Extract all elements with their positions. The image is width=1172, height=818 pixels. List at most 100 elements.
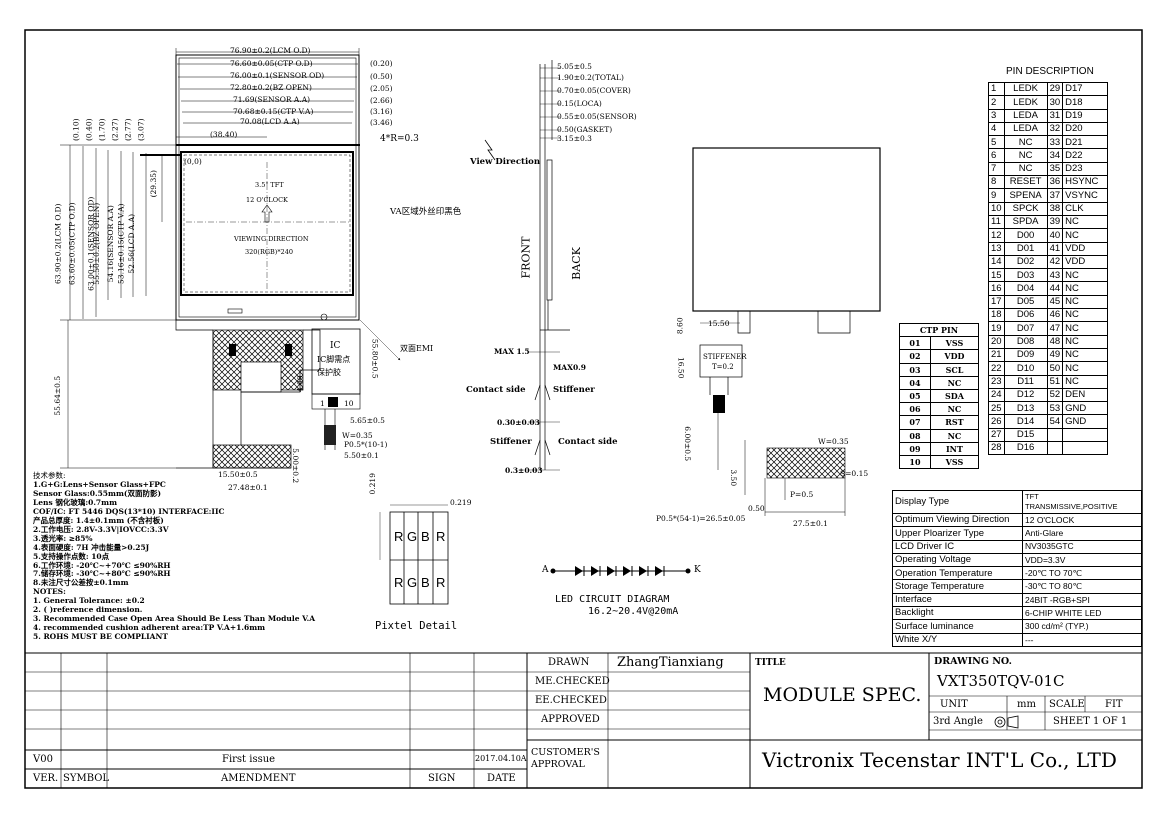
unit-label: UNIT bbox=[940, 699, 968, 710]
left-offset: (0.40) bbox=[84, 118, 94, 142]
pin-number: 54 bbox=[1046, 414, 1064, 429]
ctp-pin-number: 09 bbox=[899, 441, 931, 456]
pin-number: 14 bbox=[988, 254, 1005, 270]
pin-number: 21 bbox=[988, 347, 1005, 363]
note-line: COF/IC: FT 5446 DQS(13*10) INTERFACE:IIC bbox=[33, 506, 225, 516]
note-line: 1. General Tolerance: ±0.2 bbox=[33, 596, 145, 606]
spec-value: 24BIT -RGB+SPI bbox=[1022, 592, 1142, 608]
pin-number: 7 bbox=[988, 161, 1005, 177]
pin-number: 27 bbox=[988, 427, 1005, 443]
top-dim: 70.08(LCD A.A) bbox=[240, 117, 300, 126]
pin-signal: NC bbox=[1062, 214, 1109, 230]
pin-number: 52 bbox=[1046, 387, 1064, 403]
pin-signal: D03 bbox=[1003, 268, 1048, 283]
pin-number: 11 bbox=[988, 214, 1005, 230]
pin-number: 15 bbox=[988, 268, 1005, 283]
spec-key: Display Type bbox=[892, 490, 1023, 514]
pin-signal: D13 bbox=[1003, 401, 1048, 416]
pin-signal: CLK bbox=[1062, 201, 1109, 216]
ctp-pin-number: 07 bbox=[899, 415, 931, 430]
title-value: MODULE SPEC. bbox=[763, 684, 922, 706]
pin-number: 13 bbox=[988, 241, 1005, 256]
dim-1550: 15.50±0.5 bbox=[218, 470, 258, 479]
pin-signal: SPCK bbox=[1003, 201, 1048, 216]
top-dim: 76.00±0.1(SENSOR OD) bbox=[230, 71, 325, 80]
ctp-pin-number: 08 bbox=[899, 428, 931, 443]
back-stiffener-t: T=0.2 bbox=[712, 363, 734, 371]
pin-signal: NC bbox=[1062, 374, 1109, 389]
pin-description-title: PIN DESCRIPTION bbox=[1006, 66, 1094, 77]
led-cathode: K bbox=[694, 565, 701, 575]
spec-key: Upper Ploarizer Type bbox=[892, 526, 1023, 541]
note-line: 4. recommended cushion adherent area:TP … bbox=[33, 623, 266, 633]
left-dim: 52.56(LCD A.A) bbox=[127, 213, 137, 274]
pin-signal: RESET bbox=[1003, 175, 1048, 190]
pixel-dim-h: 0.219 bbox=[450, 498, 472, 507]
origin-label: (0,0) bbox=[184, 157, 202, 166]
spec-key: Operating Voltage bbox=[892, 552, 1023, 568]
pin-number: 28 bbox=[988, 441, 1005, 456]
pin-signal: NC bbox=[1062, 321, 1109, 336]
pin-number: 48 bbox=[1046, 334, 1064, 349]
spec-row: Storage Temperature-30℃ TO 80℃ bbox=[892, 579, 1142, 594]
pin-signal: NC bbox=[1003, 135, 1048, 150]
pin-number: 40 bbox=[1046, 228, 1064, 243]
pin-number: 37 bbox=[1046, 188, 1064, 203]
note-line: 1.G+G:Lens+Sensor Glass+FPC bbox=[33, 479, 166, 489]
pin-number: 30 bbox=[1046, 95, 1064, 110]
stiffener-label: Stiffener bbox=[553, 385, 595, 395]
left-offset: (2.77) bbox=[123, 118, 133, 142]
customer-approval-label: CUSTOMER'S APPROVAL bbox=[531, 747, 600, 770]
drawn-label: DRAWN bbox=[548, 657, 590, 668]
back-d600: 6.00±0.5 bbox=[683, 426, 693, 462]
side-dim: 1.90±0.2(TOTAL) bbox=[557, 73, 624, 82]
ctp-pin-number: 04 bbox=[899, 375, 931, 390]
d03-label: 0.3±0.03 bbox=[505, 466, 543, 475]
back-w035: W=0.35 bbox=[818, 437, 849, 446]
ctp-pin-title: CTP PIN bbox=[899, 322, 979, 338]
pin-number: 31 bbox=[1046, 108, 1064, 123]
ee-checked-label: EE.CHECKED bbox=[535, 695, 607, 706]
note-line: 7.储存环境: -30℃~+80℃ ≤90%RH bbox=[33, 569, 171, 579]
rev-ver: V00 bbox=[33, 754, 53, 765]
pin-number: 19 bbox=[988, 321, 1005, 336]
ctp-pin-signal: VSS bbox=[929, 454, 980, 470]
ic-note: 保护胶 bbox=[317, 368, 341, 377]
left-dim: 63.60±0.05(CTP O.D) bbox=[67, 202, 77, 286]
pin-signal: NC bbox=[1062, 308, 1109, 323]
ctp-pin-number: 01 bbox=[899, 336, 931, 351]
pin-signal: D10 bbox=[1003, 361, 1048, 376]
note-line: 5.支持操作点数: 10点 bbox=[33, 551, 110, 561]
header-ver: VER. bbox=[33, 773, 59, 784]
pin-number: 43 bbox=[1046, 268, 1064, 283]
note-line: 5. ROHS MUST BE COMPLIANT bbox=[33, 632, 168, 642]
side-dim: 0.55±0.05(SENSOR) bbox=[557, 112, 637, 121]
dim-550: 5.50±0.1 bbox=[344, 451, 379, 460]
note-line: 2. ( )reference dimension. bbox=[33, 605, 143, 615]
ctp-pin-number: 03 bbox=[899, 362, 931, 377]
back-d050: 0.50 bbox=[748, 504, 765, 513]
pixel-cell: B bbox=[421, 575, 430, 590]
pin-number: 9 bbox=[988, 188, 1005, 203]
spec-key: LCD Driver IC bbox=[892, 539, 1023, 554]
rev-date: 2017.04.10A bbox=[475, 754, 527, 763]
